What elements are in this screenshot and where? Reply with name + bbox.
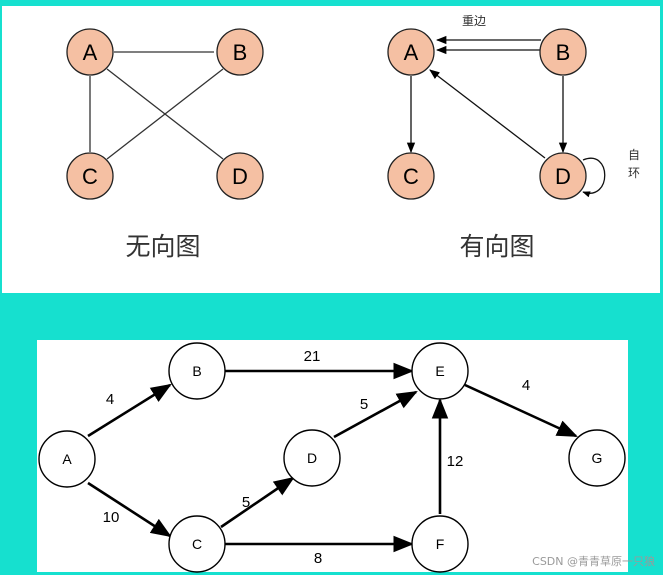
self-loop-d: [582, 157, 606, 198]
node-a: A: [66, 28, 114, 76]
node-e: E: [411, 342, 469, 400]
node-label: A: [404, 40, 419, 65]
node-g: G: [568, 429, 626, 487]
node-b: B: [168, 342, 226, 400]
multi-edge-label: 重边: [462, 14, 486, 28]
node-c: C: [66, 152, 114, 200]
node-label: B: [192, 363, 201, 379]
node-d: D: [539, 152, 587, 200]
weight-label-cd: 5: [242, 494, 250, 511]
node-d: D: [283, 429, 341, 487]
node-label: G: [592, 450, 603, 466]
undirected-caption: 无向图: [125, 232, 200, 261]
node-label: C: [82, 164, 98, 189]
directed-graph: A B C D 重边 自 环 有向图: [387, 14, 640, 261]
edge-d-a: [429, 69, 546, 159]
weighted-graph: 4 10 21 5 8 5 12 4 A B C D E F: [38, 342, 626, 573]
node-label: E: [435, 363, 444, 379]
node-label: C: [192, 536, 202, 552]
directed-caption: 有向图: [459, 232, 534, 261]
weight-label-eg: 4: [522, 377, 530, 394]
node-c: C: [387, 152, 435, 200]
node-label: A: [83, 40, 98, 65]
weight-label-be: 21: [304, 348, 321, 365]
edge-e-g: [464, 383, 578, 438]
node-c: C: [168, 515, 226, 573]
undirected-graph: A B C D 无向图: [66, 28, 264, 261]
node-label: B: [556, 40, 571, 65]
weight-label-ac: 10: [103, 509, 120, 526]
edge-d-e: [333, 390, 418, 439]
edge-a-c: [87, 481, 172, 538]
node-b: B: [216, 28, 264, 76]
node-label: D: [307, 450, 317, 466]
self-loop-label-2: 环: [628, 166, 640, 180]
node-label: D: [232, 164, 248, 189]
weight-label-de: 5: [360, 396, 368, 413]
weight-label-fe: 12: [447, 453, 464, 470]
node-a: A: [38, 430, 96, 488]
node-a: A: [387, 28, 435, 76]
node-label: A: [62, 451, 72, 467]
edge-b-c: [106, 68, 224, 160]
node-label: D: [555, 164, 571, 189]
watermark: CSDN @青青草原一只狼: [532, 555, 655, 568]
edge-a-b: [87, 383, 172, 438]
weight-label-cf: 8: [314, 550, 322, 567]
node-label: C: [403, 164, 419, 189]
self-loop-label-1: 自: [628, 148, 640, 162]
edge-c-d: [220, 476, 295, 529]
weight-label-ab: 4: [106, 391, 114, 408]
node-label: B: [233, 40, 248, 65]
node-d: D: [216, 152, 264, 200]
node-b: B: [539, 28, 587, 76]
node-label: F: [436, 536, 445, 552]
node-f: F: [411, 515, 469, 573]
